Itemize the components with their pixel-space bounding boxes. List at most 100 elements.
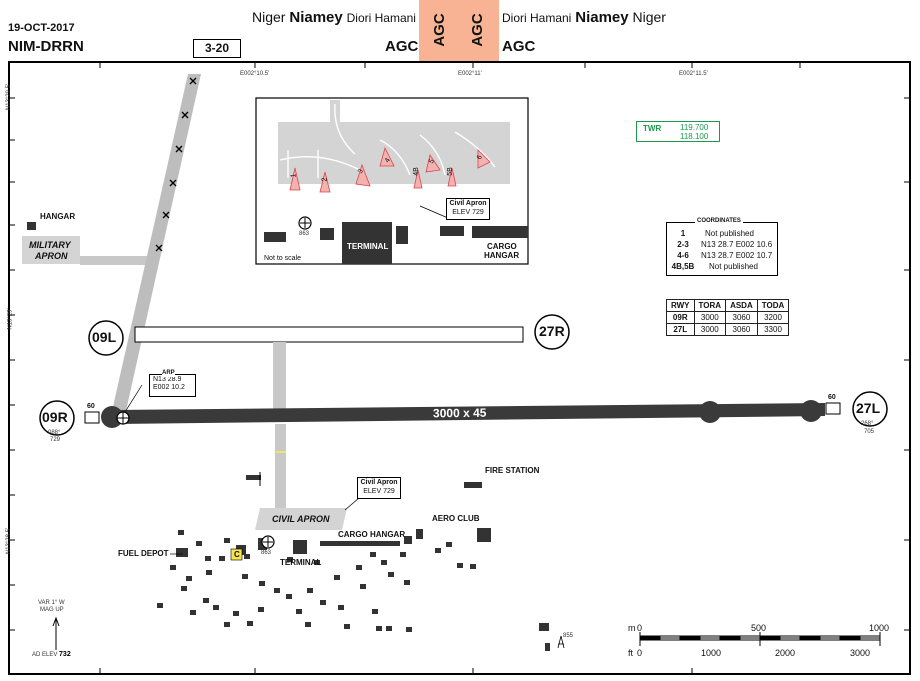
coord-id-4: 4B,5B	[671, 262, 695, 271]
inset-stand-markers	[289, 146, 491, 193]
table-cell: 09R	[666, 311, 695, 324]
coord-value-2: N13 28.7 E002 10.6	[701, 240, 773, 249]
aero-club-label: AERO CLUB	[432, 514, 480, 523]
table-row: 09R 3000 3060 3200	[666, 311, 790, 324]
stopway-east	[825, 402, 841, 415]
windsock-icon	[247, 472, 261, 486]
rwy-27l-label: 27L	[856, 400, 881, 416]
runway-09l-27r	[134, 326, 524, 343]
rwy-header: RWY	[666, 299, 695, 312]
coord-id-1: 1	[680, 229, 686, 238]
circle-09r	[39, 400, 75, 436]
magnetic-variation: VAR 1° W	[38, 600, 65, 606]
frequency-2: 118.100	[680, 132, 709, 141]
page-number: 3-20	[193, 39, 241, 58]
inset-tower-elevation: 863	[299, 231, 310, 237]
table-cell: 3000	[693, 311, 727, 324]
chart-code: NIM-DRRN	[8, 38, 84, 55]
arp-lat: N13 28.9	[153, 376, 182, 383]
scale-m-unit: m	[628, 623, 636, 633]
inset-stand-lines	[279, 103, 496, 178]
grid-top-2: E002°11'	[458, 71, 482, 77]
table-cell: 3060	[725, 311, 758, 324]
scale-ft-2000: 2000	[775, 648, 796, 658]
rwy-09l-label: 09L	[92, 329, 117, 345]
chart-date: 19-OCT-2017	[8, 22, 75, 34]
arp-title: ARP	[162, 369, 175, 377]
scale-ft-unit: ft	[628, 648, 634, 658]
taxiway-connector-south	[275, 424, 286, 510]
tora-header: TORA	[693, 299, 727, 312]
right-title: Diori Hamani Niamey Niger	[502, 9, 666, 26]
frequency-label: TWR	[643, 124, 662, 133]
coordinates-box: COORDINATES 1 Not published 2-3 N13 28.7…	[666, 218, 778, 276]
turn-pad-west	[101, 406, 123, 428]
coord-id-3: 4-6	[677, 251, 689, 260]
inset-terminal	[342, 222, 392, 264]
right-title-city: Niamey	[575, 9, 629, 26]
civil-apron-label: CIVIL APRON	[272, 514, 330, 524]
frame-ticks	[9, 62, 910, 674]
left-title-airport: Diori Hamani	[346, 11, 416, 25]
civil-apron-box: Civil Apron ELEV 729	[357, 477, 401, 499]
military-apron	[22, 236, 80, 264]
rwy-09r-heading: 088°	[48, 430, 61, 436]
scale-bar	[639, 632, 881, 646]
inset-civil-apron-elev: ELEV 729	[452, 209, 484, 216]
table-cell: 3060	[725, 323, 758, 336]
civil-area-small-buildings	[157, 530, 550, 651]
grid-top-1: E002°10.5'	[240, 71, 270, 77]
inset-stand-2: 2	[321, 177, 329, 182]
inset-terminal-label: TERMINAL	[347, 242, 389, 251]
table-cell: 3200	[756, 311, 790, 324]
rwy-09r-elevation: 729	[50, 437, 61, 443]
turn-pad-mid	[699, 401, 721, 423]
leader-lines	[124, 205, 449, 555]
magnetic-up: MAG UP	[40, 607, 64, 613]
grid-top-3: E002°11.5'	[679, 71, 708, 77]
inset-civil-apron-title: Civil Apron	[449, 200, 487, 207]
hotspot-label: C	[234, 550, 240, 559]
rwy-27l-heading: 268°	[861, 421, 874, 427]
arp-lon: E002 10.2	[153, 384, 185, 391]
ad-elevation-text: AD ELEV	[32, 652, 58, 658]
coord-id-2: 2-3	[677, 240, 689, 249]
military-taxiway	[80, 256, 152, 265]
stopway-west	[84, 411, 100, 424]
ad-elevation-value: 732	[59, 651, 71, 658]
hangar-label: HANGAR	[40, 212, 76, 221]
civil-apron-box-elev: ELEV 729	[363, 488, 395, 495]
scale-m-0: 0	[637, 623, 643, 633]
scale-m-1000: 1000	[869, 623, 890, 633]
table-cell: 27L	[666, 323, 695, 336]
frequency-1: 119.700	[680, 123, 709, 132]
inset-cargo-label-1: CARGO	[487, 242, 517, 251]
coord-value-1: Not published	[705, 229, 754, 238]
table-cell: 3300	[756, 323, 790, 336]
asda-header: ASDA	[725, 299, 758, 312]
closed-taxiway	[110, 74, 201, 420]
magnetic-north-arrow	[52, 616, 60, 650]
left-title: Niger Niamey Diori Hamani	[252, 9, 416, 26]
grid-left-2: N13°29'	[7, 308, 14, 330]
scale-m-500: 500	[751, 623, 767, 633]
military-hangar-building	[27, 222, 36, 230]
rwy-09r-label: 09R	[42, 409, 68, 425]
runway-table: RWY TORA ASDA TODA 09R 3000 3060 3200 27…	[666, 299, 790, 336]
coordinates-title: COORDINATES	[695, 218, 743, 224]
civil-apron-box-title: Civil Apron	[360, 479, 398, 486]
ad-elevation-label: AD ELEV 732	[32, 651, 71, 658]
chart-frame	[8, 61, 911, 675]
agc-right: AGC	[502, 38, 536, 55]
cargo-hangar-label: CARGO HANGAR	[338, 530, 406, 539]
agc-left: AGC	[385, 38, 419, 55]
taxiway-connector-north	[273, 342, 286, 417]
stopway-east-length: 60	[828, 394, 836, 401]
stopway-west-length: 60	[87, 403, 95, 410]
inset-stand-4b: 4B	[412, 167, 420, 176]
inset-civil-apron-box: Civil Apron ELEV 729	[446, 198, 490, 220]
fire-station-label: FIRE STATION	[485, 466, 540, 475]
inset-not-to-scale: Not to scale	[264, 255, 301, 262]
inset-stand-5b: 5B	[446, 167, 454, 176]
